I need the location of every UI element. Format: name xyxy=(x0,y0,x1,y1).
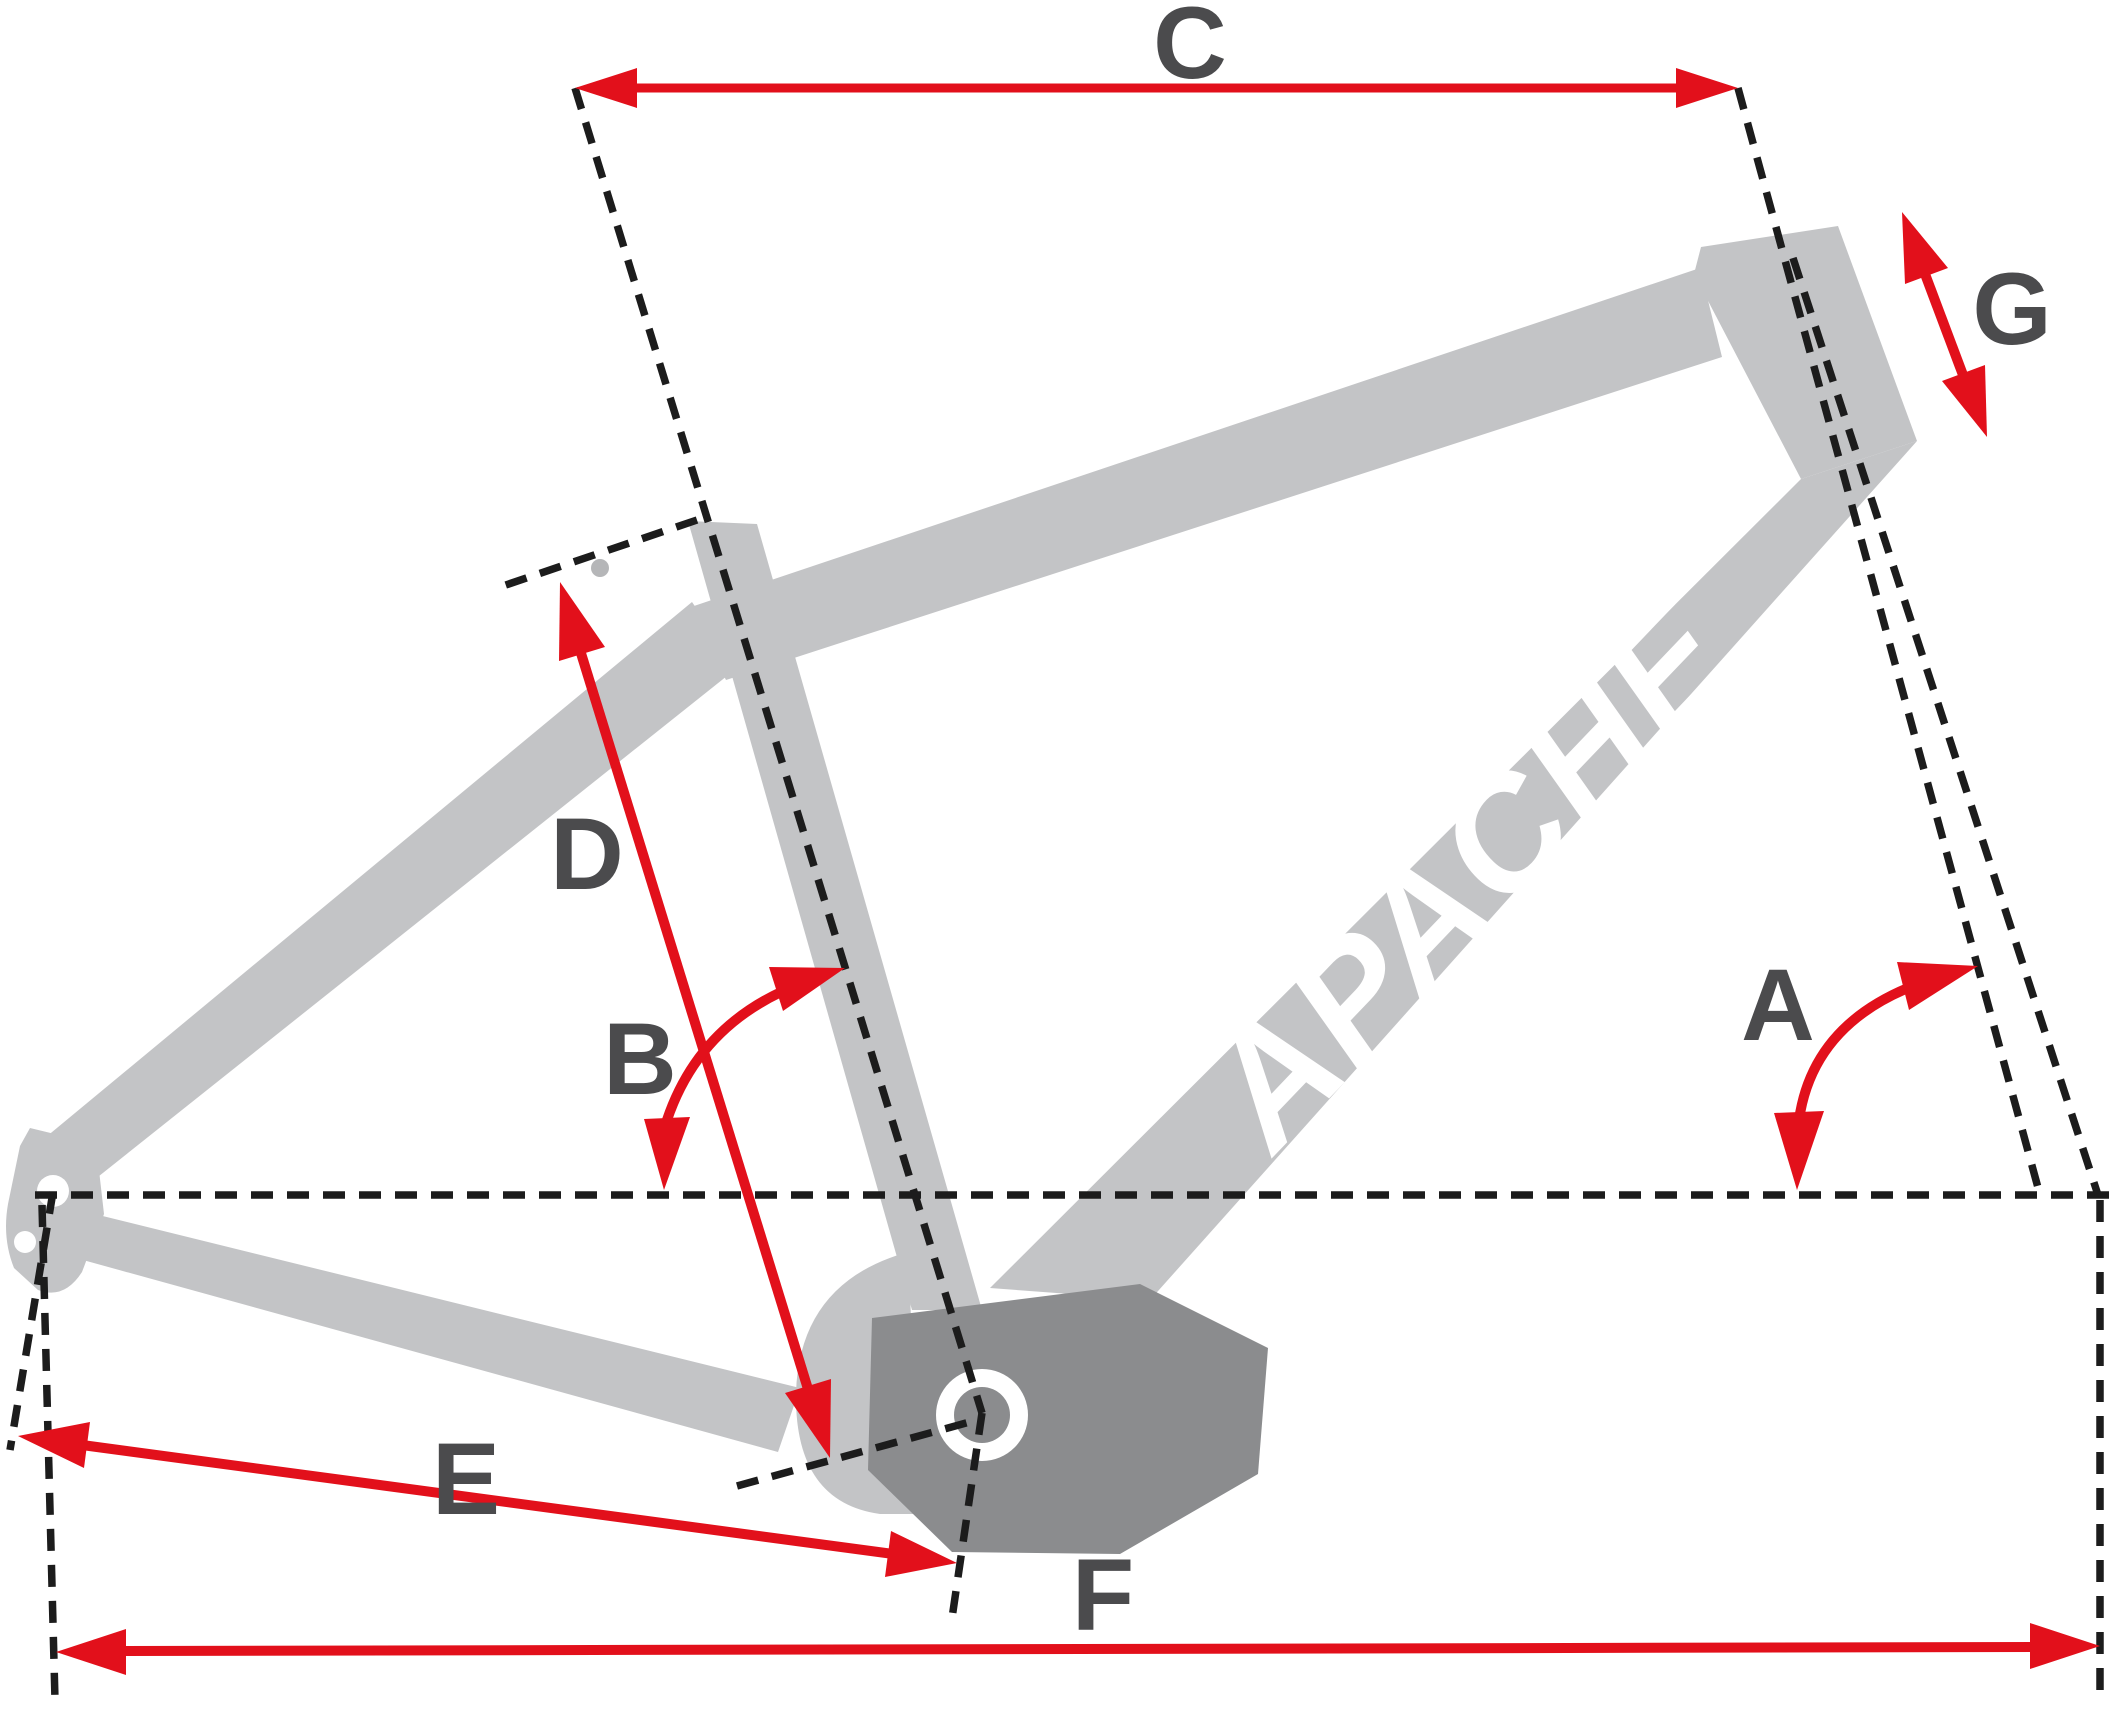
arrowhead-arc-lower-icon xyxy=(644,1117,690,1190)
reference-lines xyxy=(6,86,2113,1704)
dimension-F-label: F xyxy=(1072,1538,1134,1652)
derailleur-hanger-hole xyxy=(14,1231,36,1253)
dimension-B-arc xyxy=(662,979,802,1122)
dimension-A-label: A xyxy=(1741,948,1815,1062)
dimension-E-label: E xyxy=(432,1422,500,1536)
seat-tube-axis-line xyxy=(571,86,986,1415)
arrowhead-right-icon xyxy=(2030,1623,2100,1669)
dimension-A-arc xyxy=(1794,983,1910,1121)
rear-axle-hole xyxy=(37,1175,69,1207)
dimension-E: E xyxy=(18,1422,957,1577)
dimension-G-label: G xyxy=(1972,252,2051,366)
dimension-G-shaft xyxy=(1917,264,1971,385)
seat-tube xyxy=(688,521,982,1310)
arrowhead-right-icon xyxy=(885,1531,957,1577)
arrowhead-left-icon xyxy=(18,1422,90,1468)
arrowhead-up-icon xyxy=(559,582,605,661)
rear-dropout xyxy=(6,1128,104,1293)
dimension-C: C xyxy=(575,0,1738,108)
arrowhead-down-icon xyxy=(1942,365,1987,437)
arrowhead-left-icon xyxy=(575,68,637,108)
dimension-G: G xyxy=(1902,212,2052,437)
fork-axis-line xyxy=(1789,256,2102,1197)
brand-logo: APACHE xyxy=(1168,567,1768,1183)
arrowhead-arc-upper-icon xyxy=(769,967,845,1011)
bb-tick-line xyxy=(736,1416,978,1490)
rear-axle-vertical-line xyxy=(38,1204,59,1701)
head-tube xyxy=(1694,226,1917,479)
motor-guard xyxy=(868,1284,1268,1554)
arrowhead-up-icon xyxy=(1902,212,1948,284)
seat-stay xyxy=(40,602,737,1188)
dimension-E-shaft xyxy=(81,1440,894,1559)
arrowhead-arc-lower-icon xyxy=(1774,1111,1824,1190)
chain-stay xyxy=(54,1205,800,1452)
dimension-A: A xyxy=(1741,948,1978,1190)
dimension-D-shaft xyxy=(571,635,817,1404)
frame-silhouette: APACHE xyxy=(6,226,1917,1554)
dimension-F: F xyxy=(56,1538,2100,1675)
down-tube xyxy=(990,441,1917,1300)
head-tube-axis-line xyxy=(1734,87,2044,1196)
dimension-B: B xyxy=(603,967,845,1190)
dimension-D: D xyxy=(550,582,831,1458)
dimension-C-label: C xyxy=(1153,0,1227,100)
dimension-B-label: B xyxy=(603,1002,677,1116)
arrowhead-right-icon xyxy=(1676,68,1738,108)
arrowhead-left-icon xyxy=(56,1629,126,1675)
dimension-F-shaft xyxy=(121,1642,2035,1656)
seat-top-tick-line xyxy=(492,516,699,593)
arrowhead-down-icon xyxy=(785,1379,831,1458)
seat-top-dot xyxy=(591,559,609,577)
rear-axle-tick-line xyxy=(6,1191,57,1451)
arrowhead-arc-upper-icon xyxy=(1897,962,1978,1010)
top-tube xyxy=(688,268,1722,680)
dimension-D-label: D xyxy=(550,797,624,911)
